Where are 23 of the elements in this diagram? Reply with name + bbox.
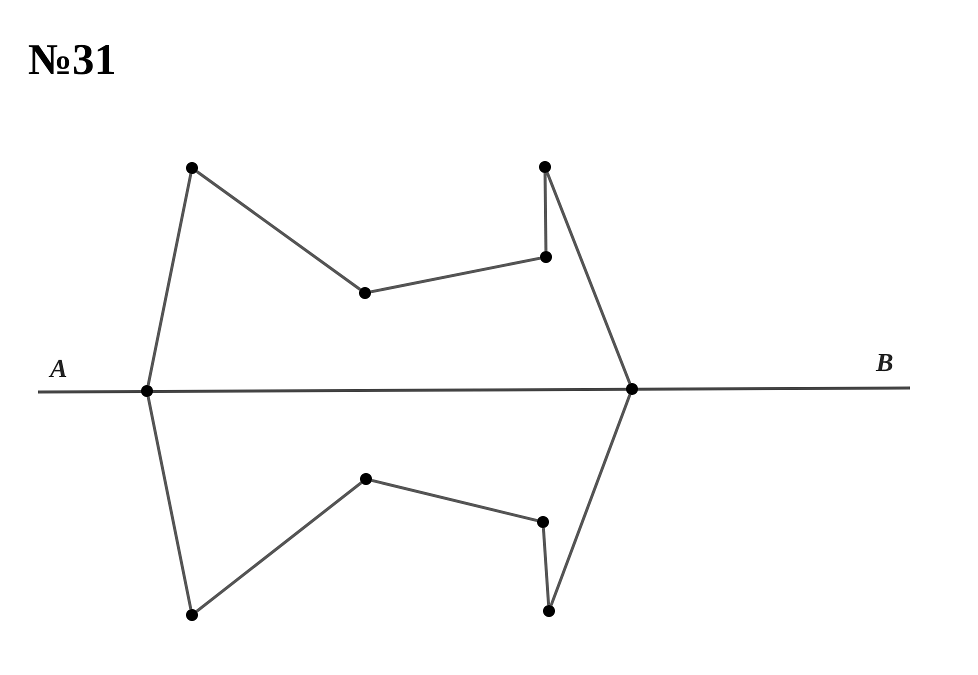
point-label: B	[876, 350, 894, 376]
line-segment	[196, 170, 362, 291]
line-segment	[544, 172, 548, 252]
point-label: A	[50, 356, 68, 382]
point-dot	[543, 605, 555, 617]
point-dot	[537, 516, 549, 528]
title: №31	[28, 38, 116, 82]
point-dot	[141, 385, 153, 397]
line-segment	[546, 172, 632, 384]
point-dot	[360, 473, 372, 485]
line-segment	[542, 528, 550, 606]
line-segment	[370, 256, 540, 294]
line-segment	[196, 482, 362, 612]
line-segment	[146, 396, 192, 610]
point-dot	[186, 162, 198, 174]
line-segment	[371, 478, 538, 522]
line-segment	[550, 394, 632, 606]
point-dot	[626, 383, 638, 395]
point-dot	[359, 287, 371, 299]
point-dot	[186, 609, 198, 621]
line-segment	[146, 174, 192, 386]
point-dot	[539, 161, 551, 173]
point-dot	[540, 251, 552, 263]
